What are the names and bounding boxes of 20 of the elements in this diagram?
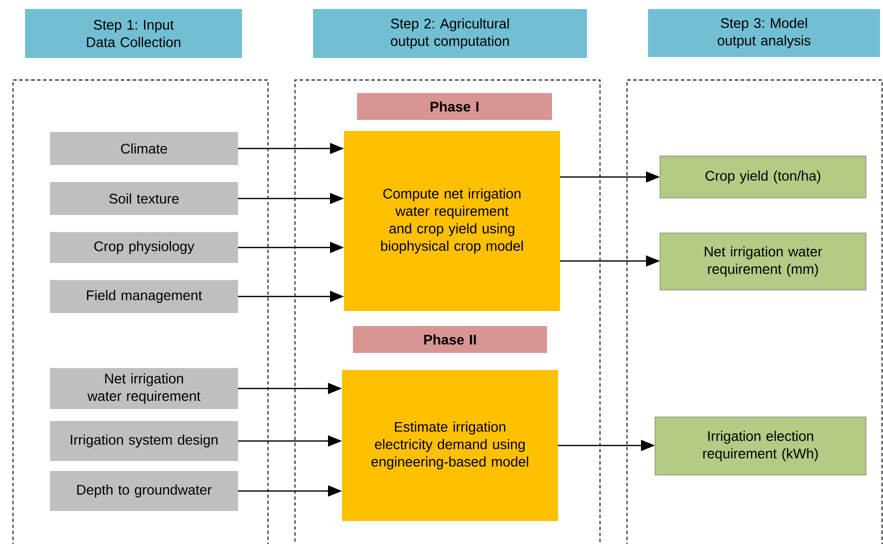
output-box: Net irrigation water requirement (mm) <box>660 232 866 290</box>
header-box: Step 1: Input Data Collection <box>25 9 242 58</box>
phase-label-box: Phase I <box>357 93 552 120</box>
input-box: Crop physiology <box>50 232 238 263</box>
input-box: Depth to groundwater <box>50 470 238 511</box>
phase-label-box: Phase II <box>353 326 547 353</box>
dashed-panel <box>12 80 268 544</box>
input-box: Soil texture <box>50 182 238 215</box>
output-box: Irrigation election requirement (kWh) <box>654 416 866 476</box>
dashed-panel <box>626 80 882 544</box>
header-box: Step 2: Agricultural output computation <box>313 9 587 58</box>
output-box: Crop yield (ton/ha) <box>660 156 866 198</box>
process-box: Estimate irrigation electricity demand using engineering-based model <box>342 370 558 521</box>
input-box: Field management <box>50 280 238 313</box>
input-box: Net irrigation water requirement <box>50 368 238 409</box>
input-box: Irrigation system design <box>50 421 238 461</box>
input-box: Climate <box>50 132 238 165</box>
header-box: Step 3: Model output analysis <box>648 9 880 57</box>
dashed-panel <box>294 80 600 544</box>
process-box: Compute net irrigation water requirement and crop yield using biophysical crop model <box>344 131 560 311</box>
